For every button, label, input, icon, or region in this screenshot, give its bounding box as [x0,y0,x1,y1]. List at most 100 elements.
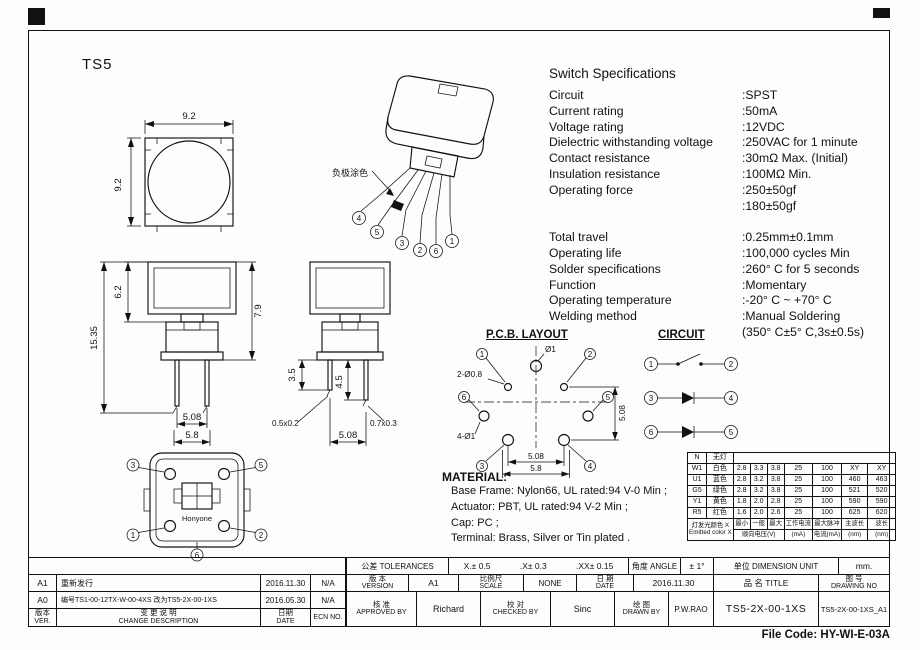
spec-label: Total travel [549,230,608,245]
tolerances-label: 公差 TOLERANCES [346,557,449,575]
led-cell-color: 绿色 [706,485,734,497]
rev-header-desc-en: CHANGE DESCRIPTION [118,617,199,625]
pcb-dim-pitch-h: 5.08 [528,452,544,461]
spec-value: :0.25mm±0.1mm [742,230,834,245]
revision-date: 2016.05.30 [260,591,311,609]
pcb-small-holes-label: 2-Ø0.8 [457,370,482,379]
revision-ver: A1 [28,574,57,592]
spec-row: (350° C±5° C,3s±0.5s) [549,325,887,341]
circuit-pin-2: 2 [729,360,734,369]
led-header-code: N [686,452,708,464]
brand-label: Honyone [182,514,212,523]
revision-ver: A0 [28,591,57,609]
scale-label-en: SCALE [479,583,503,590]
angle-label: 角度 ANGLE [628,557,681,575]
spec-label: Function [549,277,596,292]
led-cell-code: G5 [686,485,708,497]
led-cell-code: U1 [686,474,708,486]
revision-date: 2016.11.30 [260,574,311,592]
drawing-no-label-en: DRAWING NO [830,583,878,590]
spec-label: Voltage rating [549,119,624,134]
led-header-row: N 无灯 [686,452,897,464]
spec-label [549,199,742,215]
negative-paint-mark [391,200,404,211]
led-cell-vmax: 2.6 [766,507,785,519]
led-cell-vtyp: 2.0 [749,496,768,508]
spec-row: Circuit :SPST [549,88,887,104]
pcb-pin-5: 5 [606,393,611,402]
dim-upper-height: 7.9 [253,304,264,317]
bottom-pin-bc: 6 [195,551,200,560]
tolerance-x1: .X± 0.3 [519,561,547,571]
rev-header-ver-en: VER. [34,617,51,625]
pcb-holes [478,359,594,447]
circuit-row-switch: 1 2 [644,353,738,371]
front-view-dimensions: 6.2 15.35 7.9 5.08 5.8 [89,261,264,446]
led-cell-w: 520 [867,485,897,497]
specs-rows: Circuit :SPST Current rating :50mA Volta… [549,88,887,341]
led-wd-unit: (nm) [841,529,869,541]
revision-empty-row [28,557,346,575]
iso-pin-4: 4 [357,214,362,223]
pcb-dim-pitch-v: 5.08 [618,405,627,421]
pcb-centerlines [465,346,607,448]
scale-label-cn: 比例尺 [479,574,503,583]
led-cell-vmax: 3.8 [766,474,785,486]
spec-value: :50mA [742,103,778,118]
iso-pin-1: 1 [450,237,455,246]
title-block: A1 重新发行 2016.11.30 N/A A0 编号TS1-00-12TX-… [28,557,890,627]
dim-pin-span: 5.8 [185,430,198,441]
material-title: MATERIAL: [442,470,508,484]
led-row: R5 红色 1.6 2.0 2.6 25 100 625 620 [686,507,897,519]
material-line: Cap: PC ; [451,516,499,529]
spec-row: Operating force :250±50gf [549,183,887,199]
bottom-pin-tl: 3 [131,461,136,470]
spec-value: (350° C±5° C,3s±0.5s) [742,324,865,339]
file-code: File Code: HY-WI-E-03A [761,629,890,641]
circuit-pin-1: 1 [649,360,654,369]
approved-by-value: Richard [416,591,481,627]
drawn-by-cn: 绘 图 [632,599,651,609]
led-cell-vmax: 3.8 [766,463,785,475]
revision-ecn: N/A [310,574,346,592]
date-label-cn: 日 期 [596,574,614,583]
bottom-pin-tr: 5 [259,461,264,470]
led-cell-vtyp: 3.2 [749,474,768,486]
pcb-dimensions: 5.08 5.08 5.8 [502,386,627,478]
specs-title: Switch Specifications [549,66,676,81]
spec-value: :Momentary [742,277,807,292]
led-cell-vmin: 1.6 [732,507,751,519]
model-label: TS5 [82,56,113,73]
title-label: 品 名 TITLE [713,574,819,592]
rev-header-ecn: ECN NO. [310,608,346,627]
rev-header-date-en: DATE [276,617,295,625]
spec-row: Contact resistance :30mΩ Max. (Initial) [549,151,887,167]
spec-row: Insulation resistance :100MΩ Min. [549,167,887,183]
led-cell-color: 红色 [706,507,734,519]
spec-label: Operating temperature [549,293,672,308]
led-cell-vmin: 2.8 [732,485,751,497]
tolerances-values: X.± 0.5 .X± 0.3 .XX± 0.15 [448,557,629,575]
bottom-view-outline: Honyone [143,452,251,548]
spec-row: Voltage rating :12VDC [549,120,887,136]
led-current-unit: (mA) [783,529,813,541]
registration-mark-left [28,8,45,25]
led-row: G5 绿色 2.8 3.2 3.8 25 100 521 520 [686,485,897,497]
rev-header-ver-cn: 版本 [35,608,50,617]
led-cell-current: 25 [783,485,813,497]
material-line: Terminal: Brass, Silver or Tin plated . [451,532,631,545]
bottom-pin-bl: 1 [131,531,136,540]
material-lines: Base Frame: Nylon66, UL rated:94 V-0 Min… [442,484,688,547]
led-cell-w: 590 [867,496,897,508]
circuit-title: CIRCUIT [658,329,705,341]
circuit-pin-5: 5 [729,428,734,437]
spec-row: Welding method :Manual Soldering [549,309,887,325]
bottom-pin-br: 2 [259,531,264,540]
spec-label: Solder specifications [549,261,661,276]
dim-pin-pitch: 5.08 [183,412,202,423]
circuit-pin-6: 6 [649,428,654,437]
approved-by-cn: 核 准 [372,599,391,609]
spec-row: Function :Momentary [549,278,887,294]
